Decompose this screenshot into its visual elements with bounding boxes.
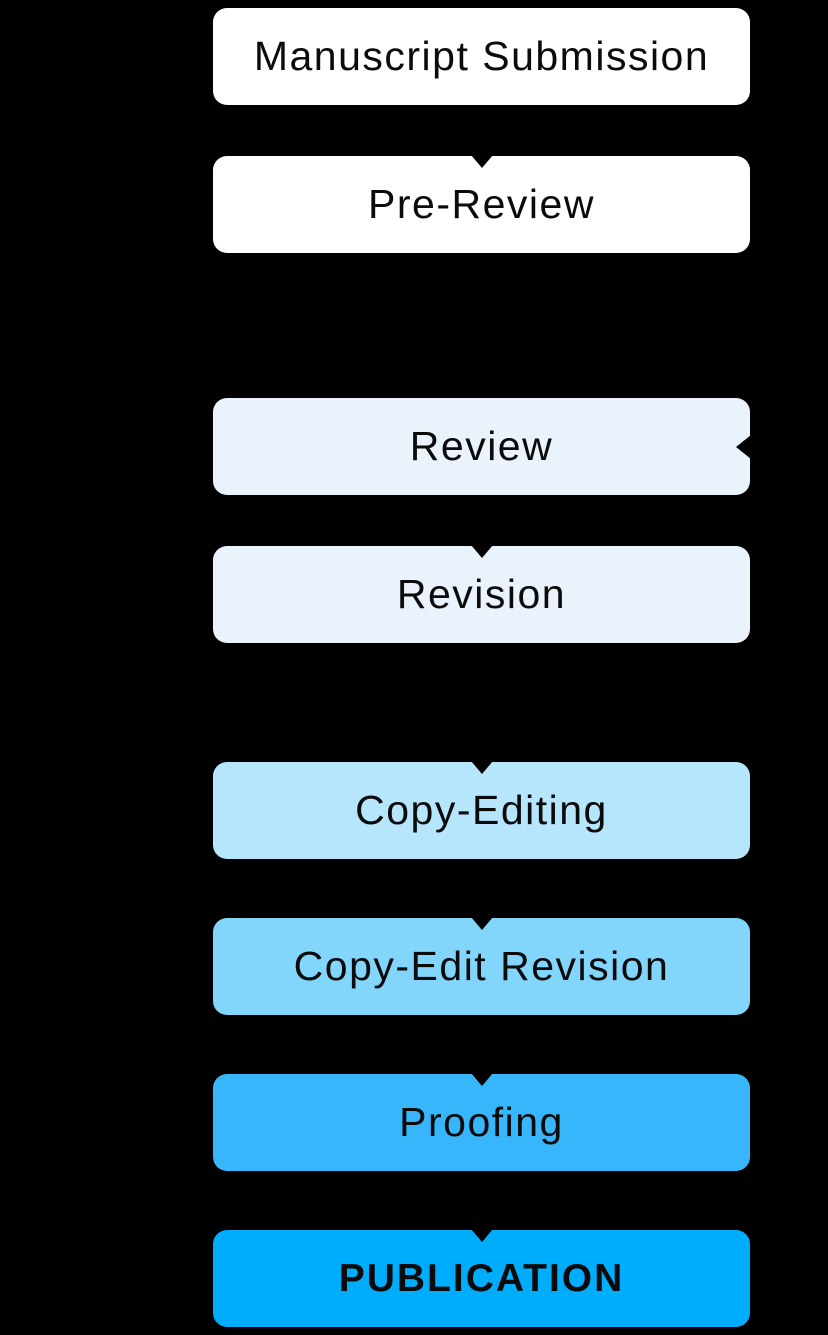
stage-label: Pre-Review <box>368 181 595 227</box>
stage-pre-review: Pre-Review <box>213 155 750 253</box>
arrowhead-down-icon <box>470 155 493 168</box>
stage-publication: PUBLICATION <box>213 1229 750 1327</box>
stage-review: Review <box>213 398 751 495</box>
stage-proofing: Proofing <box>213 1073 750 1171</box>
stage-copy-editing: Copy-Editing <box>213 761 750 859</box>
stage-label: Manuscript Submission <box>253 33 710 79</box>
stage-manuscript-submission: Manuscript Submission <box>213 8 750 105</box>
stage-revision: Revision <box>213 545 750 643</box>
arrowhead-down-icon <box>470 1229 493 1242</box>
arrowhead-down-icon <box>470 545 493 558</box>
stage-label: PUBLICATION <box>338 1256 625 1300</box>
arrowhead-down-icon <box>470 761 493 774</box>
stage-label: Revision <box>396 571 567 617</box>
stage-label: Review <box>409 423 554 469</box>
stage-label: Proofing <box>399 1099 564 1145</box>
arrowhead-down-icon <box>470 1073 493 1086</box>
arrowhead-left-icon <box>736 434 751 459</box>
stage-label: Copy-Editing <box>355 787 608 833</box>
stage-copy-edit-revision: Copy-Edit Revision <box>213 917 750 1015</box>
stage-label: Copy-Edit Revision <box>293 943 670 989</box>
arrowhead-down-icon <box>470 917 493 930</box>
